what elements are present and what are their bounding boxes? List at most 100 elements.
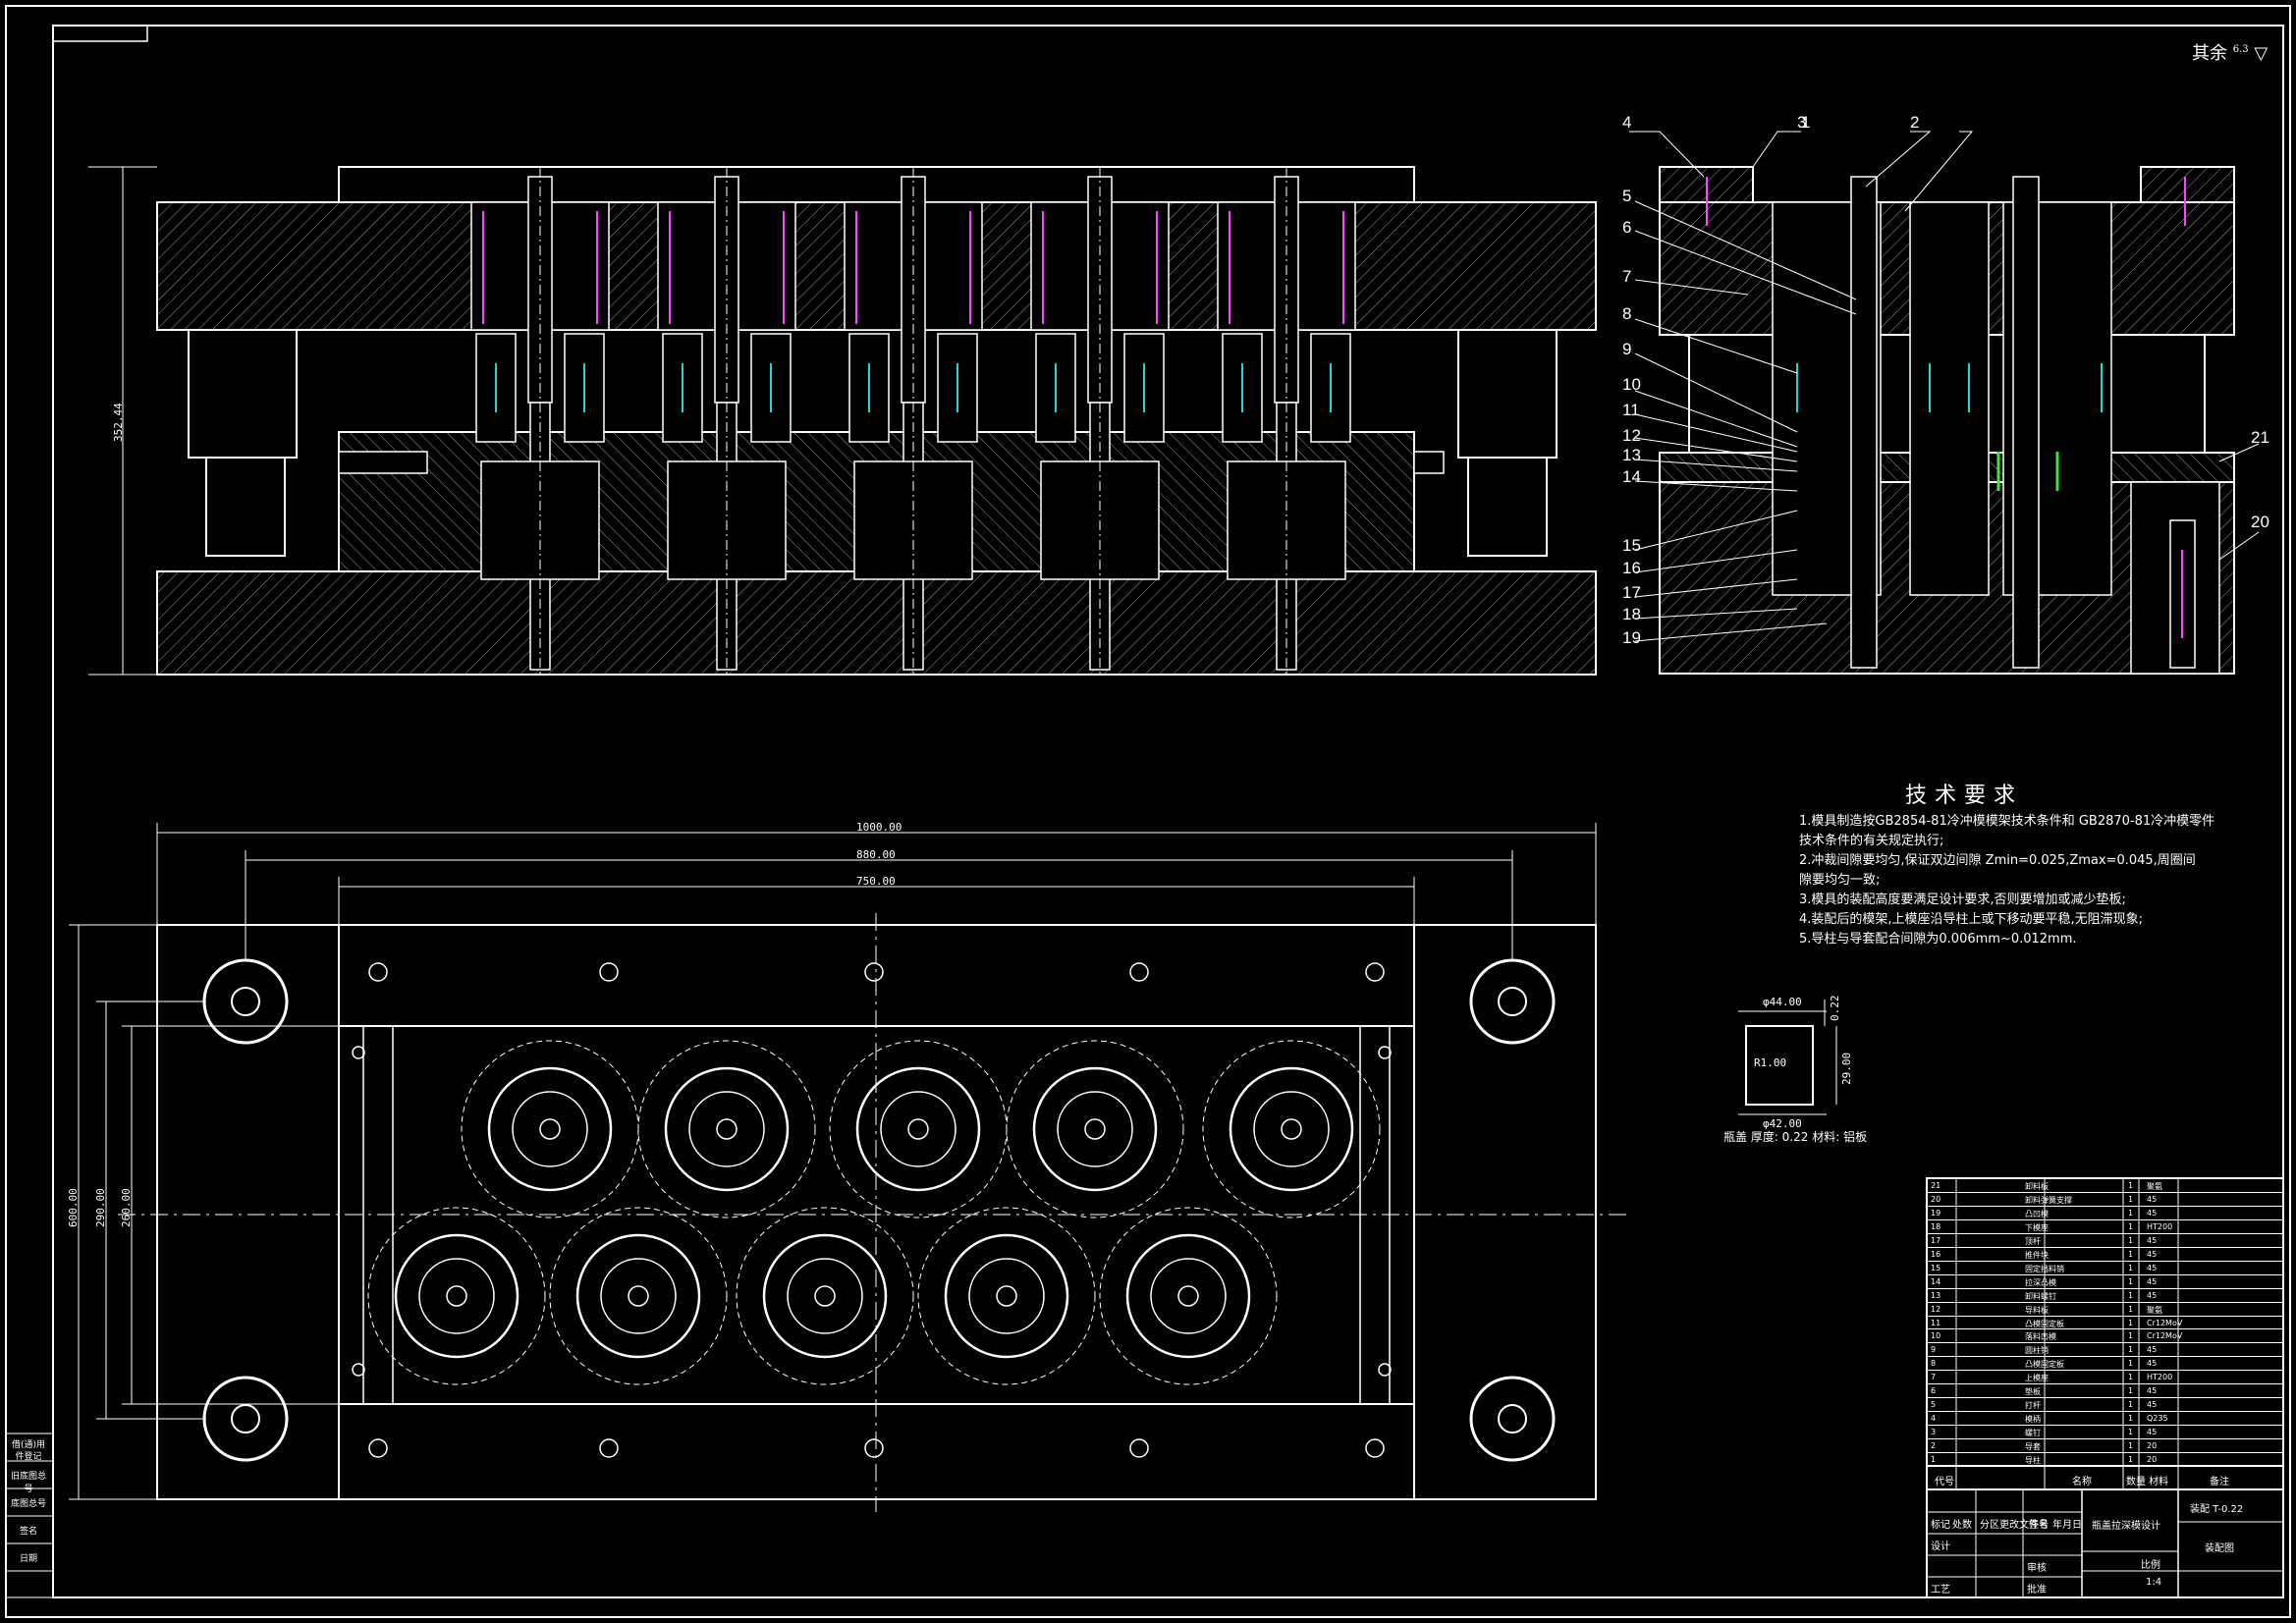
bom-cell-mat: 45 xyxy=(2147,1428,2158,1437)
tech-note: 隙要均匀一致; xyxy=(1799,873,1881,888)
bom-cell-no: 4 xyxy=(1931,1414,1937,1424)
part-label: 12 xyxy=(1622,426,1641,445)
punch-station xyxy=(549,1207,728,1385)
bom-cell-qty: 1 xyxy=(2128,1194,2134,1204)
bom-cell-name: 下模座 xyxy=(2025,1222,2049,1232)
leader-lines xyxy=(1629,131,2260,642)
drawing-number: 装配 T-0.22 xyxy=(2190,1504,2244,1515)
punch-station xyxy=(1099,1207,1278,1385)
bom-cell-no: 5 xyxy=(1931,1400,1937,1410)
bom-cell-mat: 45 xyxy=(2147,1276,2158,1286)
dim-depth-600: 600.00 xyxy=(67,1188,80,1227)
part-dim-top: φ44.00 xyxy=(1763,996,1802,1008)
bom-cell-mat: 45 xyxy=(2147,1208,2158,1217)
punch-station xyxy=(461,1040,639,1218)
punch-station xyxy=(637,1040,816,1218)
revision-label: 分区 xyxy=(1980,1520,1999,1531)
bom-cell-name: 上模座 xyxy=(2025,1374,2049,1383)
bom-cell-no: 17 xyxy=(1931,1235,1941,1245)
bom-cell-qty: 1 xyxy=(2128,1414,2134,1424)
roughness-icon: ▽ xyxy=(2254,43,2269,64)
dim-width-880: 880.00 xyxy=(856,848,896,861)
bom-cell-qty: 1 xyxy=(2128,1359,2134,1369)
drawing-title: 瓶盖拉深模设计 xyxy=(2092,1521,2160,1532)
bom-cell-mat: 45 xyxy=(2147,1386,2158,1396)
part-dim-height: 29.00 xyxy=(1840,1052,1853,1085)
bom-cell-no: 12 xyxy=(1931,1304,1941,1314)
bom-cell-qty: 1 xyxy=(2128,1386,2134,1396)
dim-height: 352.44 xyxy=(112,403,125,442)
bom-cell-no: 14 xyxy=(1931,1276,1941,1286)
bom-cell-qty: 1 xyxy=(2128,1455,2134,1465)
revision-label: 更改文件号 xyxy=(1999,1520,2049,1531)
part-label: 8 xyxy=(1622,304,1632,323)
side-strip xyxy=(5,1433,54,1598)
bom-cell-mat: 45 xyxy=(2147,1249,2158,1259)
bom-cell-mat: 聚氨 xyxy=(2147,1182,2162,1191)
bom-cell-mat: 45 xyxy=(2147,1400,2158,1410)
front-section-view xyxy=(88,166,1597,677)
bom-cell-qty: 1 xyxy=(2128,1249,2134,1259)
station-column xyxy=(470,167,610,677)
bom-cell-no: 1 xyxy=(1931,1455,1937,1465)
bom-cell-name: 螺钉 xyxy=(2025,1429,2041,1438)
tech-note: 3.模具的装配高度要满足设计要求,否则要增加或减少垫板; xyxy=(1799,893,2126,907)
bom-cell-qty: 1 xyxy=(2128,1263,2134,1272)
side-label: 借(通)用 xyxy=(11,1440,46,1450)
revision-label: 年月日 xyxy=(2052,1520,2082,1531)
part-dim-radius: R1.00 xyxy=(1754,1056,1787,1069)
bom-cell-no: 18 xyxy=(1931,1221,1941,1231)
bom-cell-qty: 1 xyxy=(2128,1331,2134,1341)
side-label: 日期 xyxy=(19,1554,37,1564)
bom-cell-mat: 45 xyxy=(2147,1290,2158,1300)
bom-cell-name: 凸模固定板 xyxy=(2025,1319,2064,1328)
bom-cell-name: 拉深凸模 xyxy=(2025,1277,2056,1287)
bom-cell-name: 落料凹模 xyxy=(2025,1332,2056,1342)
bom-cell-qty: 1 xyxy=(2128,1221,2134,1231)
bom-cell-no: 19 xyxy=(1931,1208,1941,1217)
scale-value: 1:4 xyxy=(2146,1577,2162,1588)
bom-cell-qty: 1 xyxy=(2128,1208,2134,1217)
bom-cell-name: 导柱 xyxy=(2025,1456,2041,1466)
bom-cell-no: 8 xyxy=(1931,1359,1937,1369)
bom-cell-name: 卸料弹簧支撑 xyxy=(2025,1195,2072,1205)
dim-width-750: 750.00 xyxy=(856,875,896,888)
tech-note: 4.装配后的模架,上模座沿导柱上或下移动要平稳,无阻滞现象; xyxy=(1799,912,2144,927)
part-label: 21 xyxy=(2251,428,2269,447)
tech-note: 5.导柱与导套配合间隙为0.006mm~0.012mm. xyxy=(1799,932,2077,947)
part-label: 18 xyxy=(1622,605,1641,623)
bom-cell-no: 6 xyxy=(1931,1386,1937,1396)
revision-label: 标记 xyxy=(1931,1520,1950,1531)
part-label: 6 xyxy=(1622,218,1632,237)
part-info: 瓶盖 厚度: 0.22 材料: 铝板 xyxy=(1723,1130,1868,1144)
bom-cell-mat: Cr12MoV xyxy=(2147,1318,2183,1327)
part-label: 19 xyxy=(1622,628,1641,647)
part-label: 1 xyxy=(1801,113,1811,132)
side-label: 签名 xyxy=(19,1527,37,1537)
part-label: 14 xyxy=(1622,467,1641,486)
bom-cell-name: 凸凹模 xyxy=(2025,1209,2049,1218)
sheet-label: 装配图 xyxy=(2205,1543,2234,1554)
roughness-value: 6.3 xyxy=(2232,44,2249,55)
plan-view xyxy=(69,823,1630,1512)
dim-width-total: 1000.00 xyxy=(856,821,902,834)
roughness-label: 其余 xyxy=(2192,43,2227,64)
bom-cell-qty: 1 xyxy=(2128,1400,2134,1410)
bom-cell-name: 卸料板 xyxy=(2025,1182,2049,1191)
bom-cell-name: 凸模固定板 xyxy=(2025,1360,2064,1370)
bom-cell-mat: HT200 xyxy=(2147,1221,2173,1231)
bom-cell-mat: Q235 xyxy=(2147,1414,2168,1424)
part-label: 16 xyxy=(1622,559,1641,577)
station-column xyxy=(844,167,983,677)
part-label: 9 xyxy=(1622,340,1632,358)
